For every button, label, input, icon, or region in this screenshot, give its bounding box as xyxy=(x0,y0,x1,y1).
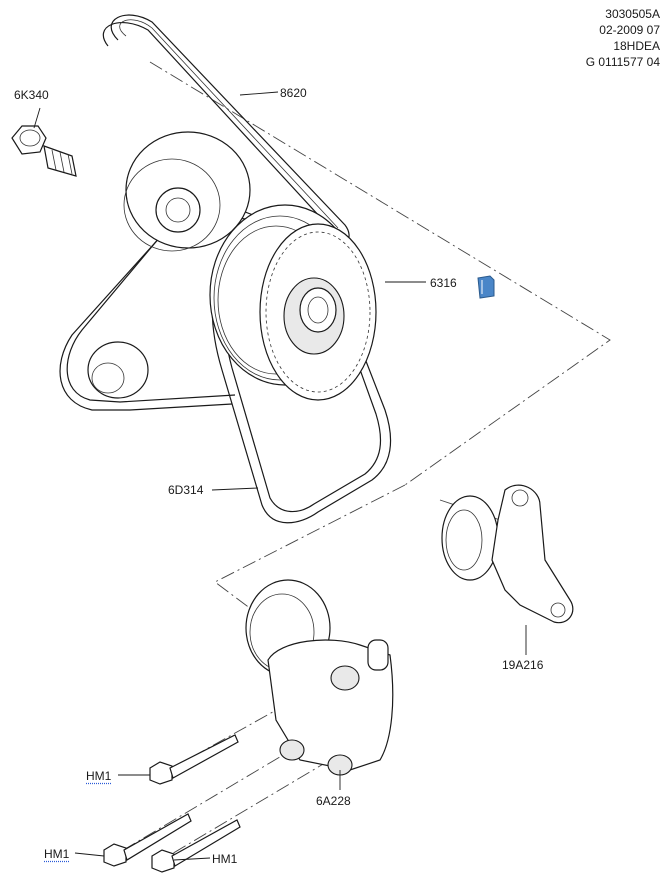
tensioner-19a216 xyxy=(441,484,574,624)
callout-19a216: 19A216 xyxy=(502,658,544,672)
callout-8620: 8620 xyxy=(280,86,307,100)
bolts-hm1 xyxy=(103,734,241,873)
bolt-6k340 xyxy=(11,125,77,177)
leader-lines xyxy=(33,91,527,861)
document-info-line: 18HDEA xyxy=(613,39,660,53)
document-info-line: 3030505A xyxy=(605,7,660,21)
small-pulley xyxy=(87,341,149,399)
blue-marker-icon xyxy=(477,275,495,299)
crankshaft-pulley-6316 xyxy=(209,204,377,401)
idler-pulley xyxy=(123,131,251,252)
callout-hm1-upper[interactable]: HM1 xyxy=(86,769,112,783)
callout-6d314: 6D314 xyxy=(168,483,204,497)
callout-hm1-lower-left[interactable]: HM1 xyxy=(44,847,70,861)
tensioner-6a228 xyxy=(245,579,394,776)
document-info-line: G 0111577 04 xyxy=(585,55,660,69)
callout-6k340: 6K340 xyxy=(14,88,49,102)
callout-6316: 6316 xyxy=(430,276,457,290)
callout-hm1-lower-right: HM1 xyxy=(212,852,238,866)
document-info: 3030505A 02-2009 07 18HDEA G 0111577 04 xyxy=(586,6,660,70)
document-info-line: 02-2009 07 xyxy=(599,23,660,37)
callout-6a228: 6A228 xyxy=(316,794,351,808)
